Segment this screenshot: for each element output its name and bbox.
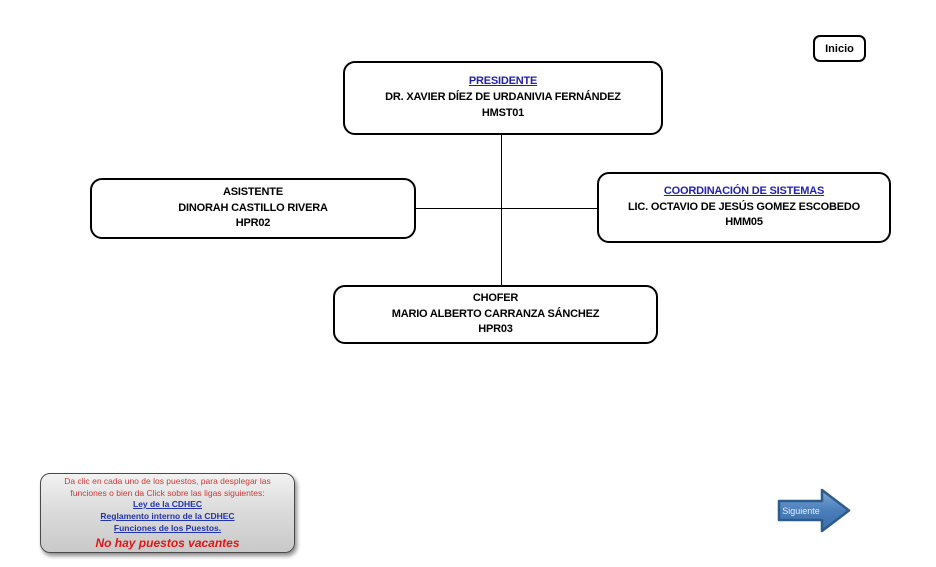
chofer-code: HPR03 — [478, 323, 513, 336]
vacancy-note: No hay puestos vacantes — [95, 535, 240, 550]
inicio-button[interactable]: Inicio — [813, 35, 866, 62]
asistente-code: HPR02 — [235, 217, 271, 230]
coordinacion-title-link[interactable]: COORDINACIÓN DE SISTEMAS — [663, 184, 825, 197]
org-node-coordinacion-sistemas[interactable]: COORDINACIÓN DE SISTEMAS LIC. OCTAVIO DE… — [597, 172, 891, 243]
presidente-name: DR. XAVIER DÍEZ DE URDANIVIA FERNÁNDEZ — [385, 91, 621, 104]
coordinacion-code: HMM05 — [725, 216, 763, 229]
org-node-chofer[interactable]: CHOFER MARIO ALBERTO CARRANZA SÁNCHEZ HP… — [333, 285, 658, 344]
org-node-asistente[interactable]: ASISTENTE DINORAH CASTILLO RIVERA HPR02 — [90, 178, 416, 239]
instructions-line-2: funciones o bien da Click sobre las liga… — [70, 487, 265, 498]
instructions-box: Da clic en cada uno de los puestos, para… — [40, 473, 295, 553]
connector-vertical-presidente-chofer — [501, 135, 502, 285]
org-node-presidente[interactable]: PRESIDENTE DR. XAVIER DÍEZ DE URDANIVIA … — [343, 61, 663, 135]
arrow-right-icon — [777, 488, 851, 533]
chofer-title: CHOFER — [472, 291, 519, 304]
link-funciones-puestos[interactable]: Funciones de los Puestos. — [113, 522, 222, 533]
asistente-name: DINORAH CASTILLO RIVERA — [178, 201, 328, 214]
link-reglamento-interno[interactable]: Reglamento interno de la CDHEC — [100, 511, 235, 522]
presidente-code: HMST01 — [481, 106, 525, 119]
link-ley-cdhec[interactable]: Ley de la CDHEC — [133, 499, 202, 510]
chofer-name: MARIO ALBERTO CARRANZA SÁNCHEZ — [391, 307, 600, 320]
asistente-title: ASISTENTE — [223, 185, 283, 198]
siguiente-button[interactable]: Siguiente — [777, 487, 852, 534]
instructions-line-1: Da clic en cada uno de los puestos, para… — [64, 476, 271, 487]
connector-horizontal-asistente-coordinacion — [416, 208, 597, 209]
inicio-button-label: Inicio — [825, 42, 854, 55]
coordinacion-name: LIC. OCTAVIO DE JESÚS GOMEZ ESCOBEDO — [628, 200, 860, 213]
presidente-title-link[interactable]: PRESIDENTE — [468, 75, 538, 88]
